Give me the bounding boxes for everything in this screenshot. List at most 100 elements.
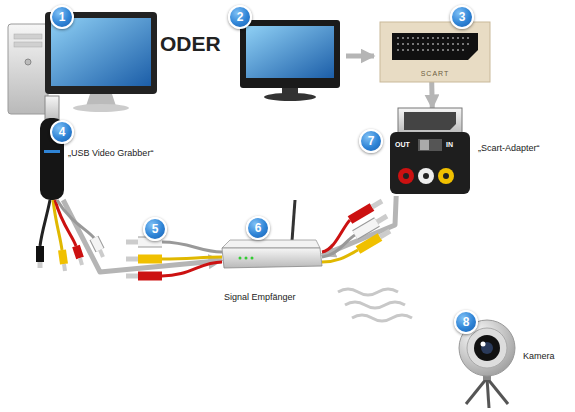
- left-cables-part: [126, 274, 138, 279]
- usb-grabber-illustration-part: [76, 246, 80, 258]
- callout-number: 6: [246, 216, 270, 240]
- tv-to-scart-arrow-part: [346, 54, 374, 59]
- tv-to-scart-arrow: [346, 56, 374, 57]
- right-cables-part: [358, 237, 380, 250]
- usb-grabber-illustration-part: [57, 200, 94, 238]
- camera-illustration-part: [466, 378, 487, 404]
- switch-label: IN: [446, 141, 453, 149]
- socket-label: SCART: [380, 70, 490, 78]
- device-label: Kamera: [523, 351, 555, 362]
- scart-adapter-illustration-part: [443, 173, 449, 179]
- tv-illustration: [240, 20, 340, 101]
- callout-number: 2: [228, 5, 252, 29]
- scart-adapter-illustration-part: [404, 112, 456, 130]
- right-cables-part: [372, 201, 382, 207]
- left-cables-part: [138, 255, 162, 264]
- wireless-waves-part: [352, 315, 412, 321]
- usb-video-grabber: „USB Video Grabber“: [38, 100, 66, 200]
- computer-illustration-part: [8, 24, 48, 114]
- usb-grabber-illustration-part: [94, 238, 100, 250]
- callout-number: 7: [359, 129, 383, 153]
- or-heading: ODER: [160, 32, 221, 56]
- right-cables-part: [322, 220, 350, 252]
- device-label: Signal Empfänger: [224, 292, 296, 303]
- left-cables-part: [162, 262, 222, 276]
- camera-illustration-part: [481, 342, 493, 354]
- computer-illustration-part: [14, 34, 42, 39]
- scart-socket: SCART: [380, 22, 490, 82]
- tv-illustration-part: [240, 20, 340, 88]
- scart-adapter-illustration-part: [420, 140, 429, 150]
- left-cables-part: [162, 242, 222, 252]
- receiver-illustration-part: [292, 200, 295, 241]
- wireless-waves-part: [345, 302, 405, 308]
- right-cables-part: [350, 207, 372, 220]
- receiver-illustration-part: [222, 240, 320, 248]
- scart-adapter-illustration-part: [403, 173, 409, 179]
- scart-socket-illustration-part: [392, 33, 478, 60]
- right-cables-part: [355, 222, 377, 235]
- usb-grabber-illustration: [40, 96, 103, 271]
- computer-illustration-part: [25, 59, 31, 65]
- left-cables-part: [126, 240, 138, 245]
- camera-illustration-part: [487, 378, 489, 408]
- receiver-illustration-part: [239, 257, 242, 260]
- receiver-illustration-part: [245, 257, 248, 260]
- tv-illustration-part: [246, 26, 334, 78]
- scart-adapter: „Scart-Adapter“OUTIN: [388, 108, 470, 196]
- usb-grabber-illustration-part: [36, 246, 44, 262]
- receiver-illustration-part: [251, 257, 254, 260]
- right-cables-part: [380, 231, 390, 237]
- callout-number: 3: [450, 5, 474, 29]
- left-cables: [126, 242, 222, 276]
- usb-grabber-illustration-part: [100, 250, 103, 257]
- receiver-illustration-part: [222, 248, 322, 268]
- wireless-waves-part: [338, 289, 398, 295]
- tv-illustration-part: [264, 93, 316, 101]
- usb-grabber-illustration-part: [55, 200, 76, 246]
- scart-socket-illustration-part: [397, 38, 472, 50]
- left-cables-part: [126, 257, 138, 262]
- usb-grabber-illustration-part: [64, 264, 65, 271]
- camera-illustration-part: [467, 328, 507, 368]
- scart-adapter-illustration-part: [423, 173, 429, 179]
- usb-grabber-illustration-part: [44, 150, 60, 153]
- computer-illustration-part: [14, 42, 42, 47]
- computer-illustration: [8, 12, 157, 114]
- callout-number: 8: [454, 310, 478, 334]
- right-cables-part: [322, 250, 358, 262]
- usb-grabber-illustration-part: [38, 262, 43, 268]
- scart-adapter-illustration: [390, 108, 470, 194]
- callout-number: 5: [143, 217, 167, 241]
- computer-illustration-part: [73, 104, 129, 112]
- scart-adapter-illustration-part: [418, 139, 442, 151]
- right-cables-part: [355, 222, 377, 235]
- scart-adapter-illustration-part: [418, 168, 434, 184]
- right-cables: [322, 201, 390, 262]
- callout-number: 4: [50, 120, 74, 144]
- camera-illustration-part: [474, 335, 500, 361]
- signal-receiver: Signal Empfänger: [222, 238, 322, 270]
- signal-arrow: [322, 196, 396, 256]
- scart-adapter-illustration-part: [398, 108, 462, 134]
- scart-adapter-illustration-part: [390, 132, 470, 194]
- signal-arrow: [63, 200, 222, 272]
- usb-grabber-illustration-part: [80, 258, 82, 265]
- scart-socket-illustration: [380, 22, 490, 82]
- scart-adapter-illustration-part: [438, 168, 454, 184]
- scart-adapter-illustration-part: [398, 168, 414, 184]
- signal-arrow: [429, 82, 435, 108]
- switch-label: OUT: [395, 141, 410, 149]
- receiver-illustration: [222, 200, 322, 268]
- device-label: „USB Video Grabber“: [68, 148, 153, 159]
- camera-illustration-part: [487, 378, 508, 404]
- right-cables-part: [377, 216, 387, 222]
- camera-illustration-part: [481, 342, 486, 347]
- device-label: „Scart-Adapter“: [478, 143, 540, 154]
- usb-grabber-illustration-part: [94, 238, 100, 250]
- callout-number: 1: [50, 5, 74, 29]
- usb-grabber-illustration-part: [40, 200, 50, 246]
